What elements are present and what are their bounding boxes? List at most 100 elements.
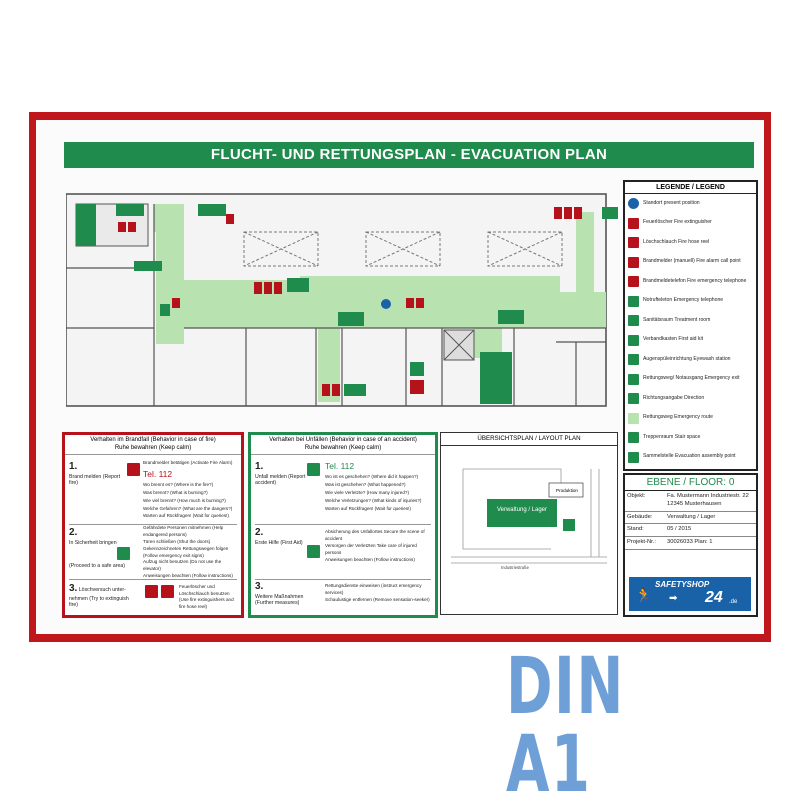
legend-item: Treppenraum Stair space bbox=[628, 428, 753, 448]
fire-subheading: Ruhe bewahren (Keep calm) bbox=[114, 444, 192, 451]
legend-icon bbox=[628, 237, 639, 249]
exit-signs bbox=[116, 204, 618, 396]
fire-step-2-label: In Sicherheit bringen bbox=[69, 539, 117, 546]
legend-item: Sammelstelle Evacuation assembly point bbox=[628, 448, 753, 468]
legend-icon bbox=[628, 256, 639, 268]
accident-line: Absicherung des Unfallortes Secure the s… bbox=[325, 529, 425, 541]
fire-heading: Verhalten im Brandfall (Behavior in case… bbox=[65, 435, 241, 455]
legend-icon bbox=[628, 276, 639, 288]
fire-line: Welche Gefahren? (What are the dangers?) bbox=[143, 505, 233, 511]
accident-line: Welche Verletzungen? (What kinds of inju… bbox=[325, 497, 422, 503]
first-aid-icon bbox=[307, 545, 320, 558]
stair-space-2 bbox=[480, 352, 512, 404]
accident-step-1: 1. Unfall melden (Report accident) bbox=[255, 461, 311, 487]
accident-subheading: Ruhe bewahren (Keep calm) bbox=[304, 444, 382, 451]
info-row-date: Stand: 05 / 2015 bbox=[625, 524, 756, 538]
fire-line: Gefährdete Personen mitnehmen (Help enda… bbox=[143, 525, 224, 537]
exit-icon bbox=[117, 547, 130, 560]
accident-line: Anweisungen beachten (Follow instruction… bbox=[325, 556, 415, 562]
fire-step-3-num: 3. bbox=[69, 583, 78, 594]
brand-number: 24 bbox=[705, 589, 723, 606]
accident-line: Versorgen der Verletzten Take care of in… bbox=[325, 542, 417, 555]
fire-line: Aufzug nicht benutzen (Do not use the el… bbox=[143, 559, 222, 572]
legend-item: Richtungsangabe Direction bbox=[628, 389, 753, 409]
fire-line: Anweisungen beachten (Follow instruction… bbox=[143, 573, 233, 579]
plan-info: EBENE / FLOOR: 0 Objekt: Fa. Mustermann … bbox=[623, 473, 758, 617]
legend-item: Rettungsweg/ Notausgang Emergency exit bbox=[628, 370, 753, 390]
arrow-icon: ➡ bbox=[669, 593, 678, 604]
fire-step-3-line: Feuerlöscher und Löschschlauch benutzen … bbox=[179, 584, 234, 609]
accident-instructions: Verhalten bei Unfällen (Behavior in case… bbox=[248, 432, 438, 618]
overview-map bbox=[451, 468, 607, 564]
divider bbox=[255, 579, 431, 580]
fire-step-3: 3. Löschversuch unter-nehmen (Try to ext… bbox=[69, 583, 139, 609]
legend-item: Augenspüleinrichtung Eyewash station bbox=[628, 350, 753, 370]
present-position-marker bbox=[381, 299, 391, 309]
accident-step-3-lines: Rettungsdienste einweisen (instruct emer… bbox=[325, 583, 431, 604]
legend-heading: LEGENDE / LEGEND bbox=[625, 182, 756, 194]
info-row-project: Projekt-Nr.: 30026033 Plan: 1 bbox=[625, 537, 756, 551]
legend-label: Löschschlauch Fire hose reel bbox=[643, 238, 710, 245]
legend-icon bbox=[628, 217, 639, 229]
format-label: DIN A1 bbox=[506, 642, 625, 810]
accident-tel: Tel. 112 bbox=[325, 461, 355, 471]
info-key: Gebäude: bbox=[627, 513, 653, 520]
info-value: Verwaltung / Lager bbox=[667, 513, 716, 520]
accident-line: Schaulustige entfernen (Remove sensation… bbox=[325, 596, 430, 602]
plan-frame: FLUCHT- UND RETTUNGSPLAN - EVACUATION PL… bbox=[29, 112, 771, 642]
legend-item: Sanitätsraum Treatment room bbox=[628, 311, 753, 331]
overview-heading: ÜBERSICHTSPLAN / LAYOUT PLAN bbox=[441, 433, 617, 446]
legend-item: Verbandkasten First aid kit bbox=[628, 331, 753, 351]
legend-icon bbox=[628, 198, 639, 210]
info-key: Objekt: bbox=[627, 493, 646, 499]
divider bbox=[69, 524, 237, 525]
brand-name: SAFETYSHOP bbox=[655, 580, 710, 589]
info-value: Fa. Mustermann Industriestr. 22 12345 Mu… bbox=[667, 493, 749, 507]
legend-item: Notrufteleton Emergency telephone bbox=[628, 292, 753, 312]
legend-label: Augenspüleinrichtung Eyewash station bbox=[643, 355, 731, 362]
legend: LEGENDE / LEGEND Standort present positi… bbox=[623, 180, 758, 471]
legend-item: Löschschlauch Fire hose reel bbox=[628, 233, 753, 253]
accident-step-2-label: Erste Hilfe (First Aid) bbox=[255, 539, 303, 546]
fire-line: Warten auf Rückfragen! (Wait for queries… bbox=[143, 513, 229, 519]
legend-icon bbox=[628, 315, 639, 327]
divider bbox=[255, 524, 431, 525]
legend-item: Brandmeldetelefon Fire emergency telepho… bbox=[628, 272, 753, 292]
legend-label: Rettungsweg/ Notausgang Emergency exit bbox=[643, 375, 740, 382]
fire-line: Wo brennt es? (Where is the fire?) bbox=[143, 482, 214, 488]
fire-step-1-num: 1. bbox=[69, 461, 78, 472]
legend-icon bbox=[628, 412, 639, 424]
accident-step-3-num: 3. bbox=[255, 581, 264, 592]
accident-step-2-num: 2. bbox=[255, 527, 264, 538]
fire-step-1: 1. Brand melden (Report fire) bbox=[69, 461, 129, 487]
safetyshop-logo: SAFETYSHOP 🏃 ➡ 24 .de bbox=[629, 577, 751, 611]
legend-icon bbox=[628, 354, 639, 366]
fire-step-2-lines: Gefährdete Personen mitnehmen (Help enda… bbox=[143, 525, 237, 580]
overview-street-label: Industriestraße bbox=[501, 565, 529, 570]
info-key: Stand: bbox=[627, 526, 644, 533]
accident-heading-text: Verhalten bei Unfällen (Behavior in case… bbox=[269, 437, 417, 443]
overview-plan: ÜBERSICHTSPLAN / LAYOUT PLAN Verwaltung … bbox=[440, 432, 618, 615]
fire-heading-text: Verhalten im Brandfall (Behavior in case… bbox=[90, 437, 216, 443]
fire-line: Wie viel brennt? (How much is burning?) bbox=[143, 497, 226, 503]
accident-step-2-lines: Absicherung des Unfallortes Secure the s… bbox=[325, 529, 431, 563]
fire-equipment bbox=[118, 207, 582, 396]
fire-step-2-label2: (Proceed to a safe area) bbox=[69, 563, 125, 569]
legend-item: Feuerlöscher Fire extinguisher bbox=[628, 214, 753, 234]
accident-step-3: 3. Weitere Maßnahmen (Further measures) bbox=[255, 581, 319, 607]
accident-step-2: 2. Erste Hilfe (First Aid) bbox=[255, 527, 311, 546]
legend-label: Notrufteleton Emergency telephone bbox=[643, 297, 724, 304]
accident-line: Rettungsdienste einweisen (instruct emer… bbox=[325, 583, 422, 595]
stair-space-1 bbox=[76, 204, 96, 246]
legend-label: Brandmelder (manuell) Fire alarm call po… bbox=[643, 258, 741, 265]
info-value: 30026033 Plan: 1 bbox=[667, 539, 713, 546]
info-row-object: Objekt: Fa. Mustermann Industriestr. 22 … bbox=[625, 491, 756, 512]
info-row-building: Gebäude: Verwaltung / Lager bbox=[625, 512, 756, 525]
legend-icon bbox=[628, 295, 639, 307]
fire-step-1-label: Brand melden (Report fire) bbox=[69, 473, 121, 487]
fire-step-2: 2. In Sicherheit bringen bbox=[69, 527, 137, 546]
accident-step-1-label: Unfall melden (Report accident) bbox=[255, 473, 306, 487]
accident-heading: Verhalten bei Unfällen (Behavior in case… bbox=[251, 435, 435, 455]
legend-label: Verbandkasten First aid kit bbox=[643, 336, 704, 343]
